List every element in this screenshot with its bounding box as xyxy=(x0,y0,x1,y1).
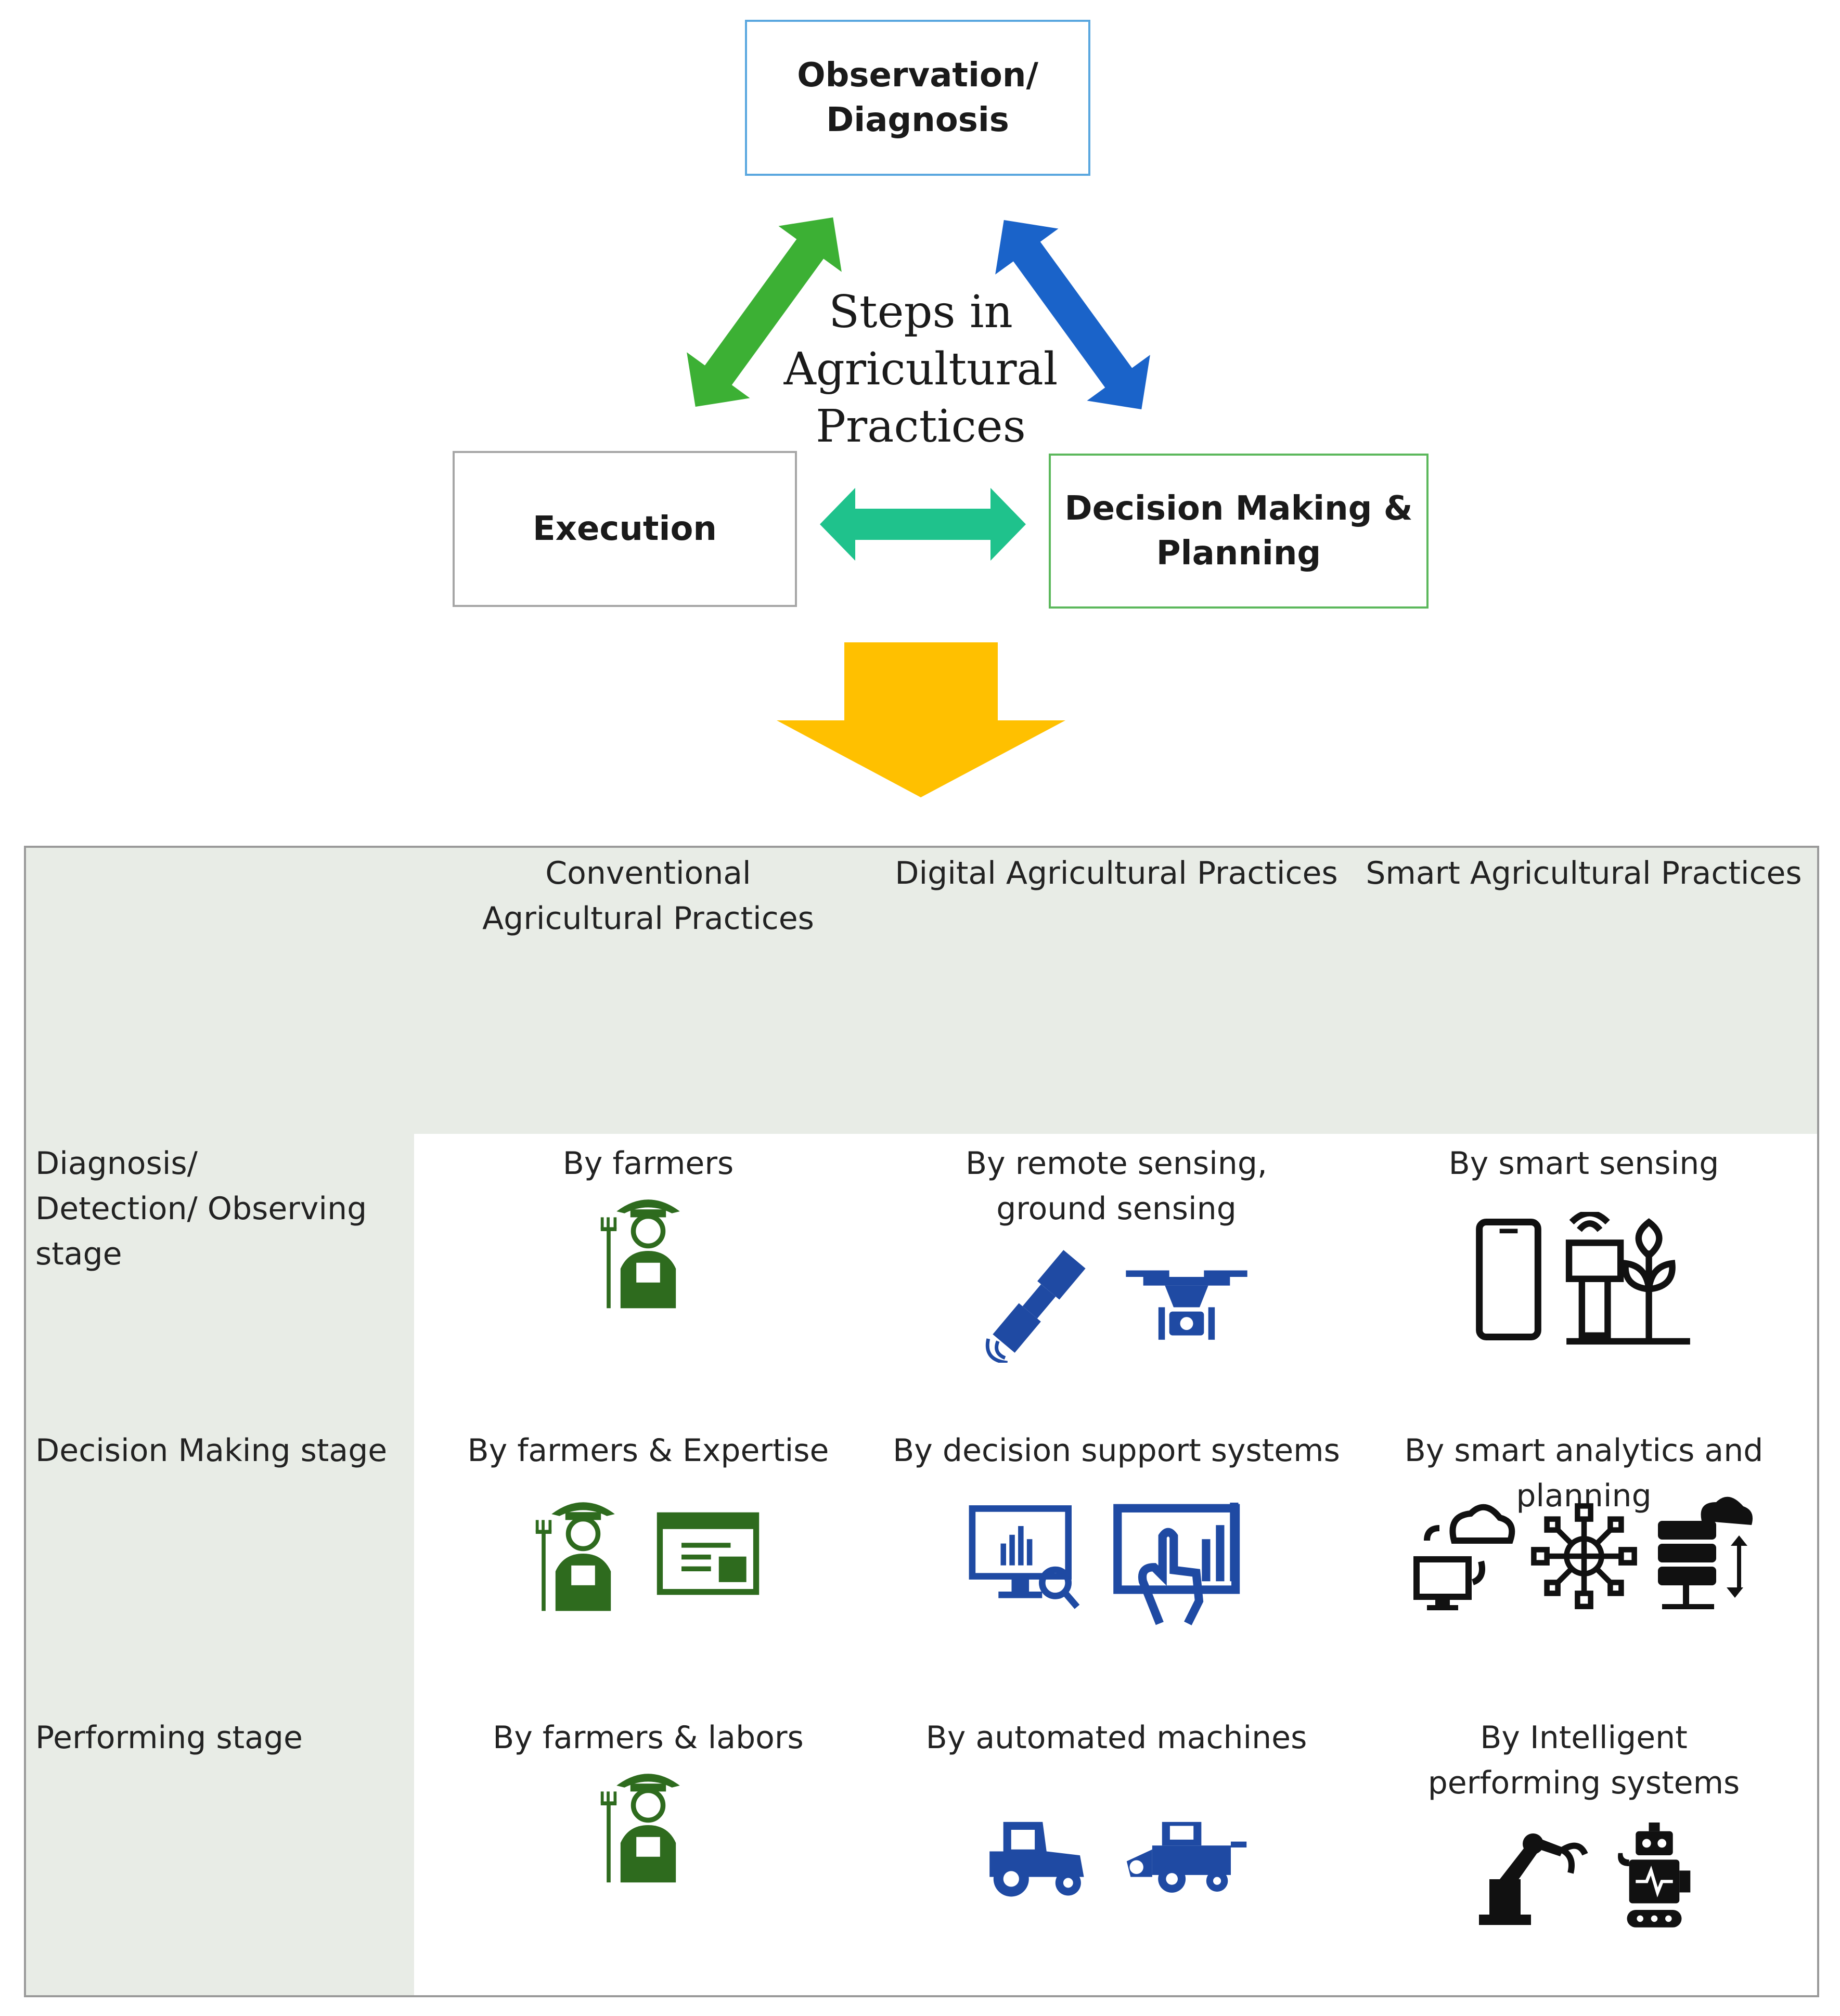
cell-digital-performing: By automated machines xyxy=(882,1708,1350,1995)
decision-line-1: Decision Making & xyxy=(1064,489,1413,528)
drone-icon xyxy=(1126,1270,1247,1340)
cell-smart-performing: By Intelligent performing systems xyxy=(1350,1708,1817,1995)
tractor-icon xyxy=(989,1821,1084,1897)
sensor-icon xyxy=(1565,1212,1690,1345)
column-header-conventional: Conventional Agricultural Practices xyxy=(482,855,814,937)
farmer-icon xyxy=(600,1199,680,1309)
cell-digital-diagnosis: By remote sensing, ground sensing xyxy=(882,1134,1350,1421)
decision-line-2: Planning xyxy=(1156,534,1321,573)
touch-chart-icon xyxy=(1113,1503,1240,1625)
column-header-smart: Smart Agricultural Practices xyxy=(1366,855,1802,891)
smartphone-icon xyxy=(1475,1219,1541,1340)
observation-box: Observation/ Diagnosis xyxy=(745,20,1090,176)
harvester-icon xyxy=(1126,1821,1247,1893)
observation-line-1: Observation/ xyxy=(797,56,1038,95)
cell-digital-decision: By decision support systems xyxy=(882,1421,1350,1708)
farmer-icon xyxy=(535,1502,615,1611)
network-globe-icon xyxy=(1530,1503,1637,1609)
decision-box: Decision Making & Planning xyxy=(1049,454,1429,609)
web-document-icon xyxy=(657,1512,760,1595)
cell-smart-diagnosis: By smart sensing xyxy=(1350,1134,1817,1421)
cell-conventional-diagnosis: By farmers xyxy=(414,1134,882,1421)
row-label-decision: Decision Making stage xyxy=(35,1432,388,1469)
execution-box: Execution xyxy=(453,451,797,607)
double-arrow-right xyxy=(995,219,1150,410)
robot-icon xyxy=(1617,1823,1690,1928)
cloud-database-icon xyxy=(1657,1496,1753,1609)
cycle-arrows xyxy=(687,217,1150,797)
cell-conventional-performing: By farmers & labors xyxy=(414,1708,882,1995)
cell-conventional-decision: By farmers & Expertise xyxy=(414,1421,882,1708)
row-label-performing: Performing stage xyxy=(35,1720,303,1756)
cycle-center-title: Steps in Agricultural Practices xyxy=(783,286,1058,453)
observation-line-2: Diagnosis xyxy=(826,101,1009,139)
cloud-computer-icon xyxy=(1413,1504,1515,1610)
column-header-digital: Digital Agricultural Practices xyxy=(895,855,1338,891)
double-arrow-left xyxy=(687,217,842,407)
comparison-table: Conventional Agricultural Practices Digi… xyxy=(24,846,1819,1997)
cell-smart-decision: By smart analytics and planning xyxy=(1350,1421,1817,1708)
satellite-icon xyxy=(985,1250,1086,1363)
row-label-diagnosis: Diagnosis/ Detection/ Observing stage xyxy=(35,1145,367,1272)
down-arrow xyxy=(777,642,1065,797)
analytics-monitor-icon xyxy=(969,1505,1080,1609)
table-label-column xyxy=(26,848,414,1995)
double-arrow-bottom xyxy=(820,488,1026,561)
farmer-icon xyxy=(600,1774,680,1883)
robot-arm-icon xyxy=(1478,1833,1588,1925)
execution-label: Execution xyxy=(533,509,717,548)
